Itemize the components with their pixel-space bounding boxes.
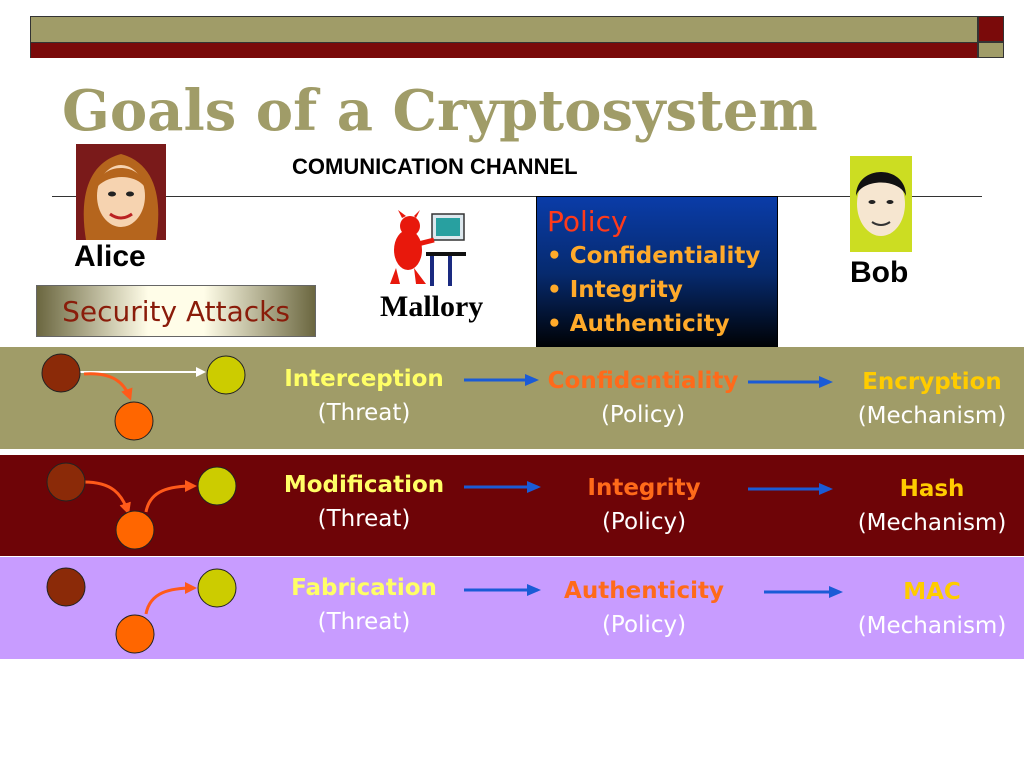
- top-decorative-bar: [30, 16, 978, 58]
- row3-mechanism-sub: (Mechanism): [857, 613, 1007, 639]
- mallory-label: Mallory: [380, 290, 484, 323]
- alice-avatar-icon: [76, 144, 166, 240]
- policy-item-integrity: • Integrity: [547, 277, 683, 303]
- row2-threat: Modification (Threat): [274, 468, 454, 536]
- bob-avatar-icon: [850, 156, 912, 252]
- row2-threat-label: Modification: [283, 472, 445, 498]
- row1-mechanism: Encryption (Mechanism): [840, 365, 1024, 433]
- row1-policy-sub: (Policy): [600, 402, 686, 428]
- row1-threat: Interception (Threat): [274, 362, 454, 430]
- modification-attacker-node: [115, 510, 155, 550]
- fabrication-diagram: [46, 567, 237, 654]
- top-bar-olive-stripe: [31, 17, 977, 43]
- slide-title: Goals of a Cryptosystem: [62, 78, 818, 144]
- row1-policy: Confidentiality (Policy): [540, 364, 746, 432]
- row1-mechanism-sub: (Mechanism): [857, 403, 1007, 429]
- row1-mechanism-label: Encryption: [862, 369, 1002, 395]
- interception-diagram: [41, 353, 246, 441]
- row2-mechanism-sub: (Mechanism): [857, 510, 1007, 536]
- row2-mechanism: Hash (Mechanism): [840, 472, 1024, 540]
- row2-mechanism-label: Hash: [899, 476, 965, 502]
- fabrication-band: [0, 557, 1024, 659]
- row2-policy: Integrity (Policy): [546, 471, 742, 539]
- row3-policy-label: Authenticity: [564, 578, 724, 604]
- row1-threat-sub: (Threat): [317, 400, 411, 426]
- interception-source-node: [41, 353, 81, 393]
- row3-mechanism: MAC (Mechanism): [840, 575, 1024, 643]
- alice-label: Alice: [74, 240, 146, 273]
- policy-item-confidentiality: • Confidentiality: [547, 243, 761, 269]
- modification-band: [0, 455, 1024, 556]
- row3-threat-sub: (Threat): [317, 609, 411, 635]
- corner-square-maroon: [978, 16, 1004, 42]
- corner-square-olive: [978, 42, 1004, 58]
- mallory-devil-icon: [390, 210, 466, 286]
- row2-threat-sub: (Threat): [317, 506, 411, 532]
- interception-dest-node: [206, 355, 246, 395]
- fabrication-source-node: [46, 567, 86, 607]
- policy-box: Policy • Confidentiality • Integrity • A…: [536, 196, 778, 351]
- policy-item-authenticity: • Authenticity: [547, 311, 730, 337]
- row3-threat: Fabrication (Threat): [274, 571, 454, 639]
- fabrication-dest-node: [197, 568, 237, 608]
- interception-attacker-node: [114, 401, 154, 441]
- row2-policy-label: Integrity: [587, 475, 701, 501]
- row3-policy-sub: (Policy): [601, 612, 687, 638]
- row3-mechanism-label: MAC: [903, 579, 961, 605]
- channel-line: [52, 196, 982, 197]
- row2-policy-sub: (Policy): [601, 509, 687, 535]
- row3-threat-label: Fabrication: [291, 575, 437, 601]
- row3-policy: Authenticity (Policy): [546, 574, 742, 642]
- bob-label: Bob: [850, 256, 909, 289]
- top-bar-maroon-stripe: [31, 43, 977, 58]
- security-attacks-box: Security Attacks: [36, 285, 316, 337]
- security-attacks-label: Security Attacks: [62, 294, 290, 328]
- interception-band: [0, 347, 1024, 449]
- row1-policy-label: Confidentiality: [547, 368, 739, 394]
- modification-source-node: [46, 462, 86, 502]
- policy-box-title: Policy: [547, 205, 628, 238]
- fabrication-attacker-node: [115, 614, 155, 654]
- channel-label: COMUNICATION CHANNEL: [292, 154, 578, 179]
- row1-threat-label: Interception: [284, 366, 444, 392]
- modification-diagram: [46, 462, 237, 550]
- modification-dest-node: [197, 466, 237, 506]
